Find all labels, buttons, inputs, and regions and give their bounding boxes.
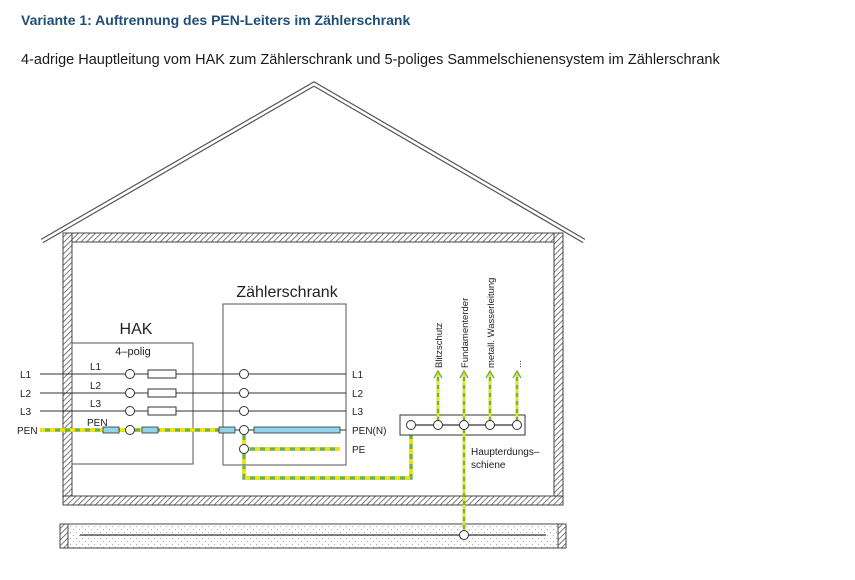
label-lightning-protection: Blitzschutz xyxy=(434,322,445,368)
house-walls xyxy=(62,232,564,506)
right-label-l1: L1 xyxy=(352,370,364,381)
meter-cabinet-box xyxy=(222,303,347,466)
earthing-arrow-icons xyxy=(433,369,522,379)
right-label-l3: L3 xyxy=(352,407,364,418)
fuse-l1 xyxy=(147,369,177,379)
right-label-l2: L2 xyxy=(352,389,364,400)
fuse-l2 xyxy=(147,388,177,398)
label-foundation-earth: Fundamenterder xyxy=(460,298,471,368)
busbar-label-line1: Haupterdungs– xyxy=(471,447,540,458)
busbar-terminals xyxy=(406,420,522,540)
left-label-pen: PEN xyxy=(17,426,38,437)
label-water-pipe: metall. Wasserleitung xyxy=(486,278,497,368)
page-title: Variante 1: Auftrennung des PEN-Leiters … xyxy=(21,12,411,28)
left-label-l3: L3 xyxy=(20,407,32,418)
earthing-conductors xyxy=(436,373,519,535)
hak-label-l2: L2 xyxy=(90,381,102,392)
pen-conductor xyxy=(40,426,236,434)
meter-cabinet-title: Zählerschrank xyxy=(236,284,338,301)
terminals xyxy=(125,369,249,454)
fuse-l3 xyxy=(147,406,177,416)
page-subtitle: 4-adrige Hauptleitung vom HAK zum Zähler… xyxy=(21,52,720,68)
hak-label-l3: L3 xyxy=(90,399,102,410)
hak-subtitle: 4–polig xyxy=(115,346,150,358)
neutral-busbar xyxy=(235,426,346,434)
hak-title: HAK xyxy=(120,321,153,338)
house-foundation xyxy=(59,523,567,549)
right-label-pen-n: PEN(N) xyxy=(352,426,386,437)
phase-conductors xyxy=(40,369,346,416)
hak-label-pen: PEN xyxy=(87,418,108,429)
hak-box xyxy=(71,342,194,465)
label-more: ... xyxy=(513,360,524,368)
right-label-pe: PE xyxy=(352,445,366,456)
left-label-l1: L1 xyxy=(20,370,32,381)
left-label-l2: L2 xyxy=(20,389,32,400)
busbar-label-line2: schiene xyxy=(471,460,506,471)
house-roof xyxy=(40,81,586,244)
hak-label-l1: L1 xyxy=(90,362,102,373)
